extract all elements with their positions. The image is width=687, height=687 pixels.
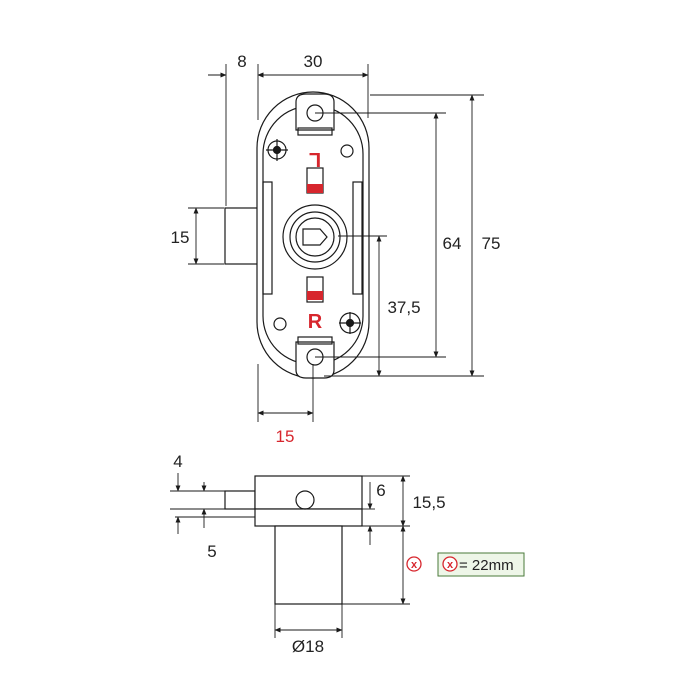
note-symbol: x	[447, 559, 454, 571]
bolt	[224, 207, 262, 265]
dim-center-to-bottom: 37,5	[387, 298, 420, 317]
cylinder-core	[295, 217, 335, 257]
key-slot-icon	[302, 228, 328, 246]
side-cylinder	[274, 525, 343, 605]
side-plate	[254, 508, 363, 527]
side-dimension-lines	[170, 473, 410, 638]
dim-hole-spacing: 64	[443, 234, 462, 253]
bottom-lug	[295, 341, 335, 379]
side-screw-hole	[295, 490, 315, 510]
dim-bolt-projection: 8	[237, 52, 246, 71]
x-length-marker: x	[406, 556, 422, 572]
small-hole-bottom-left	[273, 317, 287, 331]
dim-bolt-offset: 5	[207, 542, 216, 561]
cylinder-outer	[282, 204, 348, 270]
screw-icon	[266, 139, 288, 161]
marker-left: L	[309, 148, 321, 170]
dim-body-height: 15,5	[412, 493, 445, 512]
dim-cylinder-diameter: Ø18	[292, 637, 324, 656]
bottom-tab	[297, 336, 333, 345]
dim-bolt-height: 15	[171, 228, 190, 247]
top-lug	[295, 93, 335, 131]
right-slot	[352, 181, 363, 295]
cylinder-ring	[289, 211, 341, 263]
side-bolt	[224, 490, 256, 510]
svg-text:x: x	[411, 559, 418, 571]
note-text: = 22mm	[459, 557, 514, 574]
small-hole-top-right	[340, 144, 354, 158]
top-tab	[297, 127, 333, 136]
side-body	[254, 475, 363, 510]
marker-right: R	[308, 311, 323, 333]
dim-plate-offset: 6	[376, 481, 385, 500]
dim-overall-height: 75	[482, 234, 501, 253]
front-view	[224, 91, 370, 379]
front-dimension-lines	[188, 64, 484, 422]
x-length-note: x = 22mm	[437, 552, 525, 577]
indicator-red-top	[307, 184, 323, 193]
dim-top-offset: 4	[173, 452, 182, 471]
indicator-red-bottom	[307, 291, 323, 300]
dim-body-width: 30	[304, 52, 323, 71]
left-slot	[262, 181, 273, 295]
screw-icon	[339, 312, 361, 334]
side-view	[224, 475, 363, 605]
dim-backset: 15	[276, 427, 295, 446]
